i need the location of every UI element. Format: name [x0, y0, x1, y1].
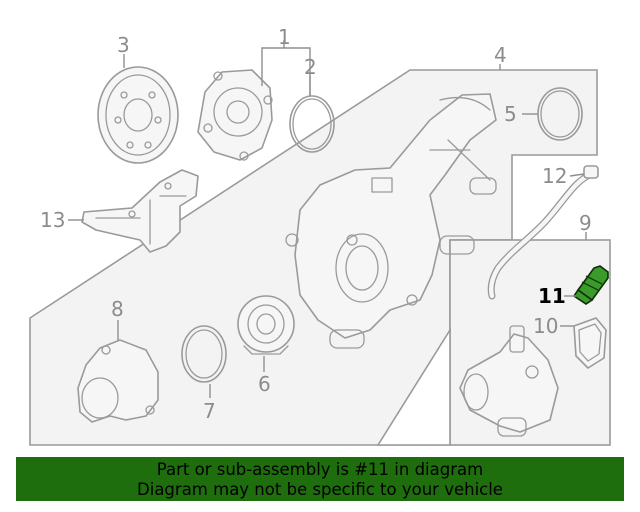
- pulley-part-3[interactable]: [97, 66, 179, 164]
- hose-part-12[interactable]: [487, 165, 599, 300]
- outlet-housing-part-9[interactable]: [459, 325, 559, 437]
- gasket-part-10[interactable]: [573, 317, 607, 369]
- callout-5: 5: [504, 102, 517, 126]
- callout-3: 3: [117, 33, 130, 57]
- callout-2: 2: [304, 55, 317, 79]
- callout-7: 7: [203, 399, 216, 423]
- callout-1: 1: [278, 25, 291, 49]
- notice-banner: Part or sub-assembly is #11 in diagram D…: [16, 457, 624, 501]
- banner-line-1: Part or sub-assembly is #11 in diagram: [156, 460, 484, 479]
- banner-line-2: Diagram may not be specific to your vehi…: [137, 480, 503, 499]
- water-outlet-part-8[interactable]: [77, 339, 159, 423]
- callout-12: 12: [542, 164, 567, 188]
- callout-6: 6: [258, 372, 271, 396]
- water-pump-part-1[interactable]: [197, 69, 273, 161]
- temperature-sensor-part-11[interactable]: [572, 265, 609, 305]
- thermostat-part-6[interactable]: [237, 295, 295, 355]
- callout-11: 11: [538, 284, 566, 308]
- callout-10: 10: [533, 314, 558, 338]
- callout-13: 13: [40, 208, 65, 232]
- o-ring-part-2[interactable]: [289, 95, 335, 153]
- bracket-part-13[interactable]: [81, 169, 199, 253]
- callout-9: 9: [579, 211, 592, 235]
- callout-8: 8: [111, 297, 124, 321]
- thermostat-housing-part-4[interactable]: [285, 93, 497, 349]
- leader-lines: [68, 40, 587, 398]
- assembly-panel-4-edge: [376, 327, 451, 446]
- gasket-part-7[interactable]: [181, 325, 227, 383]
- callout-4: 4: [494, 43, 507, 67]
